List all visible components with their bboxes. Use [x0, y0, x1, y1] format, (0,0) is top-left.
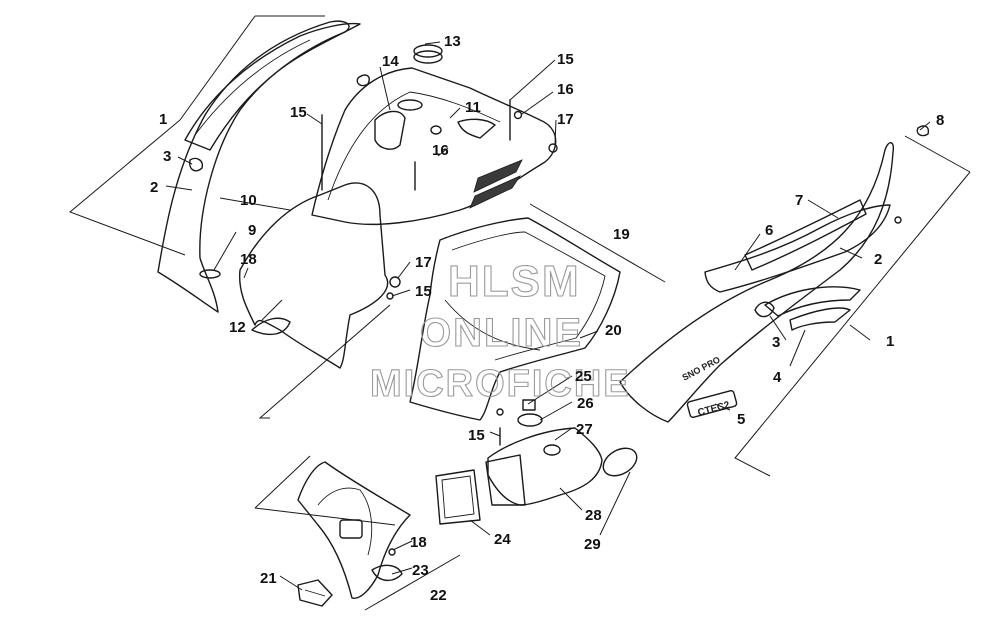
callout-11: 11 — [465, 99, 481, 116]
right-trim-6 — [704, 204, 891, 293]
duct-flange-26 — [517, 413, 543, 427]
callout-28: 28 — [585, 507, 602, 524]
callout-1-right: 1 — [886, 333, 894, 350]
nose-bracket-21 — [297, 579, 333, 607]
left-rivet-3 — [188, 157, 204, 172]
callout-16-b: 16 — [432, 142, 449, 159]
right-trim-7 — [744, 199, 867, 271]
air-box-20 — [409, 217, 621, 421]
left-side-panel — [157, 20, 350, 313]
group-frame-left — [69, 119, 186, 256]
callout-26: 26 — [577, 395, 594, 412]
callout-17-b: 17 — [415, 254, 432, 271]
callout-15-d: 15 — [468, 427, 485, 444]
airbox-clip-17 — [389, 276, 401, 288]
left-trim-strip — [184, 22, 361, 151]
callout-3-right: 3 — [772, 334, 780, 351]
callout-18-a: 18 — [240, 251, 257, 268]
right-fastener-8 — [916, 125, 930, 137]
callout-17-a: 17 — [557, 111, 574, 128]
nose-decal-23 — [371, 564, 403, 581]
hood-gauge-opening — [397, 99, 423, 111]
callout-15-a: 15 — [290, 104, 307, 121]
lower-nose-group — [254, 455, 461, 611]
right-decal-5 — [686, 390, 738, 418]
callout-24: 24 — [494, 531, 511, 548]
hood-vent-stripe-1 — [473, 159, 523, 193]
callout-19: 19 — [613, 226, 630, 243]
watermark: HLSM ONLINE MICROFICHE — [369, 256, 631, 405]
hood-bracket-14 — [374, 110, 406, 150]
callout-20: 20 — [605, 322, 622, 339]
callout-4: 4 — [773, 369, 782, 386]
hood-trim-11 — [457, 118, 496, 139]
callout-12: 12 — [229, 319, 246, 336]
air-box-group — [386, 203, 666, 421]
callout-9: 9 — [248, 222, 256, 239]
callout-15-c: 15 — [415, 283, 432, 300]
callout-1-left: 1 — [159, 111, 167, 128]
callout-14: 14 — [382, 53, 399, 70]
hood-trim-12 — [251, 317, 291, 336]
callout-6: 6 — [765, 222, 773, 239]
left-grommet-9 — [199, 269, 221, 279]
right-side-panel-group: CTEC2 SNO PRO — [619, 125, 971, 477]
watermark-line3: MICROFICHE — [370, 363, 631, 405]
leader-lines — [165, 41, 931, 591]
callout-10: 10 — [240, 192, 257, 209]
callout-2-left: 2 — [150, 179, 158, 196]
duct-screw-25 — [522, 399, 536, 411]
callout-2-right: 2 — [874, 251, 882, 268]
callout-18-b: 18 — [410, 534, 427, 551]
lower-nose-panel-22 — [297, 461, 411, 599]
callout-labels: 1 1 2 2 3 3 4 5 6 7 8 9 10 11 12 13 14 1… — [150, 33, 944, 604]
hood-vent-stripe-2 — [469, 175, 522, 209]
callout-22: 22 — [430, 587, 447, 604]
nose-screw-18 — [388, 548, 396, 556]
callout-7: 7 — [795, 192, 803, 209]
callout-8: 8 — [936, 112, 944, 129]
callout-13: 13 — [444, 33, 461, 50]
duct-mouth — [485, 454, 526, 506]
hood-cap-13 — [413, 44, 443, 58]
right-rivet-3 — [754, 301, 775, 318]
callout-16-a: 16 — [557, 81, 574, 98]
right-side-panel — [619, 142, 895, 423]
callout-5: 5 — [737, 411, 745, 428]
watermark-line2: ONLINE — [420, 311, 583, 355]
intake-duct-group — [435, 399, 638, 525]
duct-seal-24 — [435, 469, 481, 525]
decal-brand: CTEC2 — [697, 400, 732, 419]
left-side-panel-group — [69, 15, 361, 313]
hose-clamp-29 — [602, 447, 638, 477]
hood-clip-16 — [513, 110, 523, 120]
callout-23: 23 — [412, 562, 429, 579]
intake-duct-28 — [487, 427, 603, 506]
callout-25: 25 — [575, 368, 592, 385]
watermark-line1: HLSM — [448, 257, 581, 306]
group-frame-left-diag — [179, 15, 256, 121]
lower-center-panel-10 — [238, 182, 389, 369]
callout-29: 29 — [584, 536, 601, 553]
right-trim-4 — [764, 286, 861, 317]
callout-15-b: 15 — [557, 51, 574, 68]
hood-body — [311, 67, 557, 226]
hood-clip-17 — [548, 143, 558, 153]
callout-27: 27 — [576, 421, 593, 438]
callout-21: 21 — [260, 570, 277, 587]
upper-hood-group — [238, 44, 558, 419]
callout-3-left: 3 — [163, 148, 171, 165]
